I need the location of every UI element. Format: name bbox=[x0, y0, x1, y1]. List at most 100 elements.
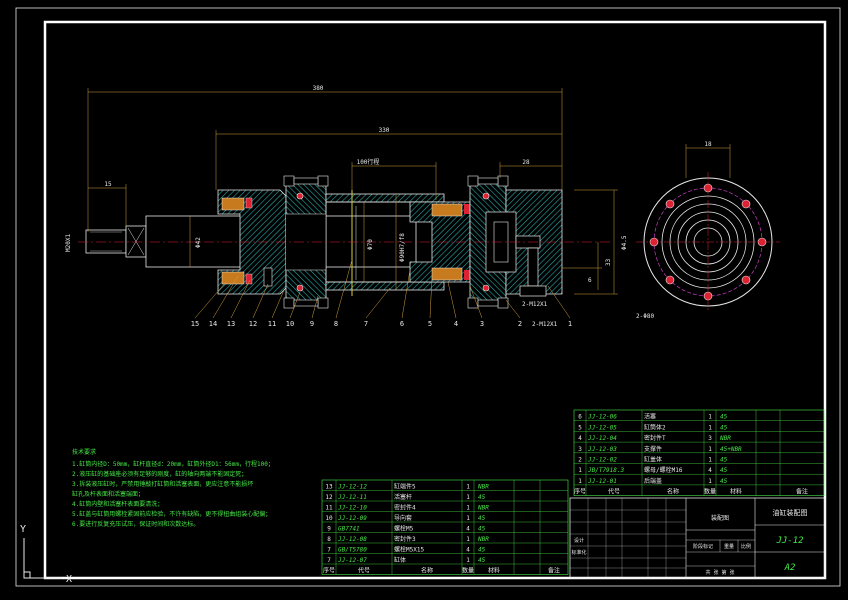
balloon-label: 5 bbox=[428, 320, 432, 328]
technical-requirements: 技术要求 1.缸筒内径D：50mm，缸杆直径d：20mm，缸筒外径D1：56mm… bbox=[72, 448, 274, 528]
bom-cell-mat: 45 bbox=[478, 547, 486, 554]
bom-cell-qty: 1 bbox=[466, 536, 470, 543]
cylinder-section-view[interactable] bbox=[78, 175, 612, 309]
bom-cell-qty: 1 bbox=[708, 424, 712, 431]
tech-line: 6.要进行反复充压试压，保证时间和次数达标。 bbox=[72, 520, 199, 528]
bom-header-qty: 数量 bbox=[704, 488, 716, 496]
bom-cell-name: 导向套 bbox=[394, 514, 412, 522]
bom-cell-mat: NBR bbox=[477, 536, 489, 543]
bom-cell-qty: 1 bbox=[466, 505, 470, 512]
balloon-label: 3 bbox=[480, 320, 484, 328]
bom-cell-mat: 45 bbox=[720, 478, 728, 485]
bom-cell-name: 螺栓M5 bbox=[394, 525, 414, 533]
scale-label: 比例 bbox=[741, 543, 751, 550]
sheet-outer-border bbox=[15, 7, 841, 587]
bom-cell-qty: 4 bbox=[466, 526, 470, 533]
bom-cell-mat: 45 bbox=[478, 557, 486, 564]
bom-header-mat: 材料 bbox=[488, 567, 500, 575]
bom-cell-name: 支撑件 bbox=[644, 445, 662, 453]
bom-cell-qty: 1 bbox=[466, 494, 470, 501]
balloon-label: 13 bbox=[227, 320, 235, 328]
bom-cell-code: JJ-12-12 bbox=[337, 484, 367, 491]
bom-cell-no: 6 bbox=[578, 414, 582, 421]
dim-overall: 380 bbox=[313, 85, 324, 92]
sheet-inner-border bbox=[43, 20, 827, 580]
bom-cell-mat: NBR bbox=[477, 505, 489, 512]
bom-cell-no: 1 bbox=[578, 467, 582, 474]
bom-cell-name: 螺栓M5X15 bbox=[394, 546, 424, 554]
bom-cell-code: JJ-12-01 bbox=[587, 478, 617, 485]
bom-cell-mat: 45+NBR bbox=[720, 446, 742, 453]
bom-header-mat: 材料 bbox=[730, 488, 742, 496]
balloon-label: 1 bbox=[568, 320, 572, 328]
balloon-label: 10 bbox=[286, 320, 294, 328]
ucs-x: X bbox=[66, 574, 72, 585]
bom-cell-name: 缸端件5 bbox=[394, 483, 416, 491]
flange-bolts-front bbox=[283, 175, 329, 309]
bom-cell-mat: NBR bbox=[477, 484, 489, 491]
bom-cell-qty: 1 bbox=[466, 484, 470, 491]
bom-cell-no: 9 bbox=[327, 526, 331, 533]
ucs-icon: Y X bbox=[20, 524, 72, 585]
cylinder-end-view[interactable] bbox=[636, 172, 780, 312]
dim-dia-mid2: Φ90H7/f8 bbox=[399, 233, 406, 262]
bom-cell-code: GB7741 bbox=[338, 526, 360, 533]
dim-right-offset: 28 bbox=[522, 159, 530, 166]
dim-body: 330 bbox=[379, 127, 390, 134]
dim-left-thread: 15 bbox=[104, 181, 112, 188]
sheet-count: 共 张 第 张 bbox=[705, 569, 734, 576]
stage-mark: 阶段标记 bbox=[693, 543, 713, 550]
bom-cell-name: 缸筒体2 bbox=[644, 423, 666, 431]
bom-cell-mat: 45 bbox=[720, 467, 728, 474]
bom-cell-code: JB/T7918.3 bbox=[587, 467, 625, 474]
bom-cell-name: 缸盖体 bbox=[644, 456, 662, 464]
bom-cell-no: 13 bbox=[325, 484, 333, 491]
tech-line: 5.缸盖与缸筒用螺栓紧固前应检验，不许有缺陷，更不得扭曲组装心配偏； bbox=[72, 510, 271, 518]
std-label: 标准化 bbox=[571, 549, 586, 556]
bom-header-qty: 数量 bbox=[462, 567, 474, 575]
bom-cell-no: 7 bbox=[327, 557, 331, 564]
piston-seal-bottom bbox=[431, 267, 463, 281]
bom-cell-name: 密封件3 bbox=[394, 535, 416, 543]
cylinder-tube bbox=[325, 193, 445, 203]
dim-bottom-small: 6 bbox=[588, 277, 592, 284]
bom-cell-no: 3 bbox=[578, 446, 582, 453]
bom-cell-name: 密封件4 bbox=[394, 504, 416, 512]
bom-cell-mat: 45 bbox=[478, 526, 486, 533]
dimension-texts: 380 330 100行程 28 15 18 33 6 M20X1 Φ42 Φ7… bbox=[65, 85, 712, 328]
balloon-label: 6 bbox=[400, 320, 404, 328]
title-block[interactable]: 油缸装配图 JJ-12 A2 装配图 阶段标记 重量 比例 共 张 第 张 设计… bbox=[569, 497, 826, 579]
tech-title: 技术要求 bbox=[72, 448, 96, 456]
bom-cell-mat: 45 bbox=[720, 424, 728, 431]
dimension-lines bbox=[87, 88, 731, 295]
design-label: 设计 bbox=[574, 537, 584, 544]
balloon-label: 7 bbox=[364, 320, 368, 328]
bom-header-note: 备注 bbox=[548, 567, 560, 575]
bom-cell-mat: 45 bbox=[720, 457, 728, 464]
drawing-title: 油缸装配图 bbox=[773, 508, 808, 517]
drawing-number: JJ-12 bbox=[775, 536, 803, 546]
gland-seal-bottom bbox=[221, 271, 245, 285]
gland-seal-top bbox=[221, 197, 245, 211]
balloon-label: 15 bbox=[191, 320, 199, 328]
dim-stroke: 100行程 bbox=[357, 158, 380, 166]
balloon-label: 11 bbox=[268, 320, 276, 328]
balloon-label: 4 bbox=[454, 320, 458, 328]
balloon-label: 14 bbox=[209, 320, 217, 328]
tech-line: 4.缸筒内壁和活塞杆表面要清洗； bbox=[72, 500, 163, 508]
bom-cell-name: 密封件T bbox=[644, 434, 666, 442]
bom-header-no: 序号 bbox=[323, 567, 335, 575]
bom-cell-name: 活塞 bbox=[644, 413, 656, 421]
bom-cell-qty: 1 bbox=[708, 457, 712, 464]
bom-cell-qty: 1 bbox=[466, 557, 470, 564]
balloon-label: 12 bbox=[249, 320, 257, 328]
bom-cell-qty: 1 bbox=[708, 414, 712, 421]
bom-header-no: 序号 bbox=[574, 488, 586, 496]
bom-cell-qty: 4 bbox=[708, 467, 712, 474]
dim-dia-right: Φ4.5 bbox=[621, 235, 628, 250]
bom-cell-mat: 45 bbox=[478, 515, 486, 522]
